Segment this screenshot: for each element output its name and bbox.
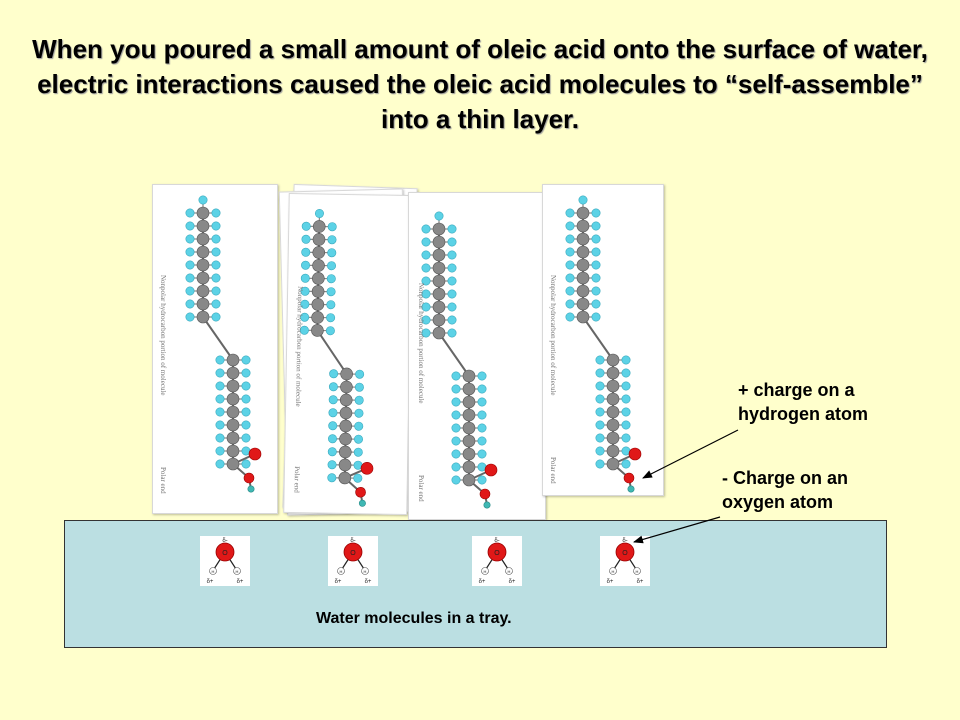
delta-plus-label: δ+ — [237, 579, 244, 585]
water-molecule: O δ- H H δ+ δ+ — [200, 536, 250, 586]
oleic-acid-card: Nonpolar hydrocarbon portion of molecule… — [408, 192, 546, 520]
hydrogen-symbol: H — [636, 569, 639, 574]
oleic-acid-card: Nonpolar hydrocarbon portion of molecule… — [152, 184, 278, 514]
nonpolar-label: Nonpolar hydrocarbon portion of molecule — [549, 275, 557, 396]
oleic-acid-card: Nonpolar hydrocarbon portion of molecule… — [542, 184, 664, 496]
hydrogen-symbol: H — [236, 569, 239, 574]
delta-minus-label: δ- — [622, 538, 627, 544]
delta-minus-label: δ- — [494, 538, 499, 544]
delta-plus-label: δ+ — [637, 579, 644, 585]
oxygen-symbol: O — [494, 550, 500, 557]
delta-minus-label: δ- — [222, 538, 227, 544]
tray-caption: Water molecules in a tray. — [316, 610, 512, 627]
water-molecule: O δ- H H δ+ δ+ — [472, 536, 522, 586]
polar-end-label: Polar end — [293, 466, 301, 493]
nonpolar-label: Nonpolar hydrocarbon portion of molecule — [417, 283, 425, 404]
delta-plus-label: δ+ — [207, 579, 214, 585]
oleic-acid-molecule: Nonpolar hydrocarbon portion of molecule… — [159, 195, 262, 494]
delta-plus-label: δ+ — [335, 579, 342, 585]
delta-plus-label: δ+ — [509, 579, 516, 585]
hydrogen-symbol: H — [340, 569, 343, 574]
delta-plus-label: δ+ — [365, 579, 372, 585]
oleic-acid-molecule: Nonpolar hydrocarbon portion of molecule… — [417, 211, 498, 509]
hydrogen-symbol: H — [508, 569, 511, 574]
delta-plus-label: δ+ — [607, 579, 614, 585]
polar-end-label: Polar end — [417, 475, 425, 502]
polar-end-label: Polar end — [549, 457, 557, 484]
nonpolar-label: Nonpolar hydrocarbon portion of molecule — [159, 275, 167, 396]
delta-minus-label: δ- — [350, 538, 355, 544]
oxygen-symbol: O — [222, 550, 228, 557]
polar-end-label: Polar end — [159, 467, 167, 494]
water-molecule: O δ- H H δ+ δ+ — [328, 536, 378, 586]
slide-title: When you poured a small amount of oleic … — [32, 34, 928, 134]
oxygen-symbol: O — [622, 550, 628, 557]
oleic-acid-molecule: Nonpolar hydrocarbon portion of molecule… — [549, 195, 642, 493]
oleic-acid-molecule: Nonpolar hydrocarbon portion of molecule… — [293, 208, 374, 507]
water-molecule: O δ- H H δ+ δ+ — [600, 536, 650, 586]
oxygen-symbol: O — [350, 550, 356, 557]
hydrogen-symbol: H — [364, 569, 367, 574]
hydrogen-symbol: H — [212, 569, 215, 574]
hydrogen-charge-label: + charge on a hydrogen atom — [738, 380, 869, 424]
delta-plus-label: δ+ — [479, 579, 486, 585]
hydrogen-symbol: H — [484, 569, 487, 574]
oleic-acid-card: Nonpolar hydrocarbon portion of molecule… — [283, 192, 413, 516]
nonpolar-label: Nonpolar hydrocarbon portion of molecule — [294, 286, 304, 407]
hydrogen-symbol: H — [612, 569, 615, 574]
oxygen-charge-label: - Charge on an oxygen atom — [722, 468, 849, 512]
